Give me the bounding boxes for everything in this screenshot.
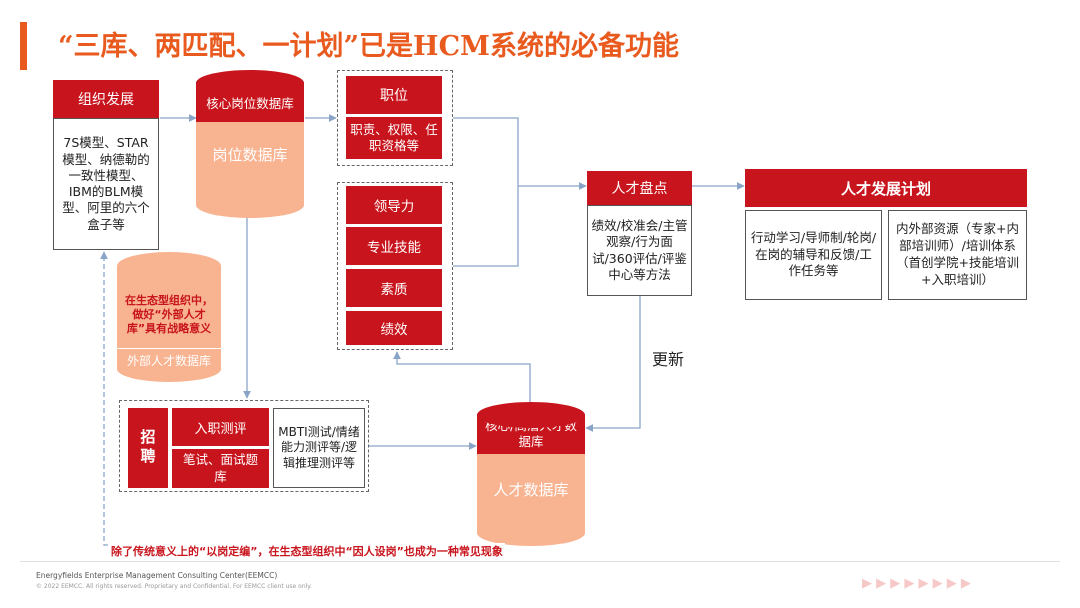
talent-plan-header: 人才发展计划 [745,169,1027,207]
recruit-side-label: 招聘 [128,408,168,488]
talent-plan-right: 内外部资源（专家+内部培训师）/培训体系（首创学院+技能培训+入职培训） [888,210,1027,300]
org-dev-body: 7S模型、STAR模型、纳德勒的一致性模型、IBM的BLM模型、阿里的六个盒子等 [53,118,159,250]
footer-divider [20,561,1060,562]
competency-skills: 专业技能 [346,227,442,265]
position-header: 职位 [346,76,442,114]
footer-company: Energyfields Enterprise Management Consu… [36,571,278,580]
recruit-group [119,400,369,492]
chevron-decoration-icon: ▶ ▶ ▶ ▶ ▶ ▶ ▶ ▶ [862,576,971,591]
position-group [337,70,453,166]
recruit-exam-bank: 笔试、面试题库 [172,449,269,488]
line-competency-join [453,186,519,267]
talent-db-body: 人才数据库 [493,480,569,499]
position-body: 职责、权限、任职资格等 [346,117,442,159]
org-dev-header: 组织发展 [53,80,159,118]
footer-copyright: © 2022 EEMCC. All rights reserved. Propr… [36,583,312,590]
competency-group [337,182,453,350]
recruit-assessment: 入职测评 [172,408,269,446]
page-title: “三库、两匹配、一计划”已是HCM系统的必备功能 [58,31,679,62]
bottom-note: 除了传统意义上的“以岗定编”，在生态型组织中“因人设岗”也成为一种常见现象 [109,543,505,559]
talent-db: 核心/高潜人才数据库 人才数据库 [477,398,585,546]
title-accent-bar [20,22,27,70]
arrow-position-to-review [453,117,587,190]
external-talent-db: 在生态型组织中，做好“外部人才库”具有战略意义 外部人才数据库 [117,252,221,382]
external-db-note: 在生态型组织中，做好“外部人才库”具有战略意义 [125,294,213,335]
arrow-talentdb-to-competency [393,351,531,402]
recruit-tests: MBTI测试/情绪能力测评等/逻辑推理测评等 [273,408,365,488]
core-position-db: 核心岗位数据库 岗位数据库 [196,64,304,218]
talent-plan-left: 行动学习/导师制/轮岗/在岗的辅导和反馈/工作任务等 [745,210,882,300]
competency-performance: 绩效 [346,311,442,345]
competency-leadership: 领导力 [346,186,442,224]
update-label: 更新 [652,350,685,369]
arrow-update [585,296,641,432]
competency-quality: 素质 [346,269,442,307]
core-db-body: 岗位数据库 [212,145,288,164]
talent-review-header: 人才盘点 [587,171,692,205]
external-db-label: 外部人才数据库 [117,348,221,372]
talent-review-body: 绩效/校准会/主管观察/行为面试/360评估/评鉴中心等方法 [587,205,692,296]
